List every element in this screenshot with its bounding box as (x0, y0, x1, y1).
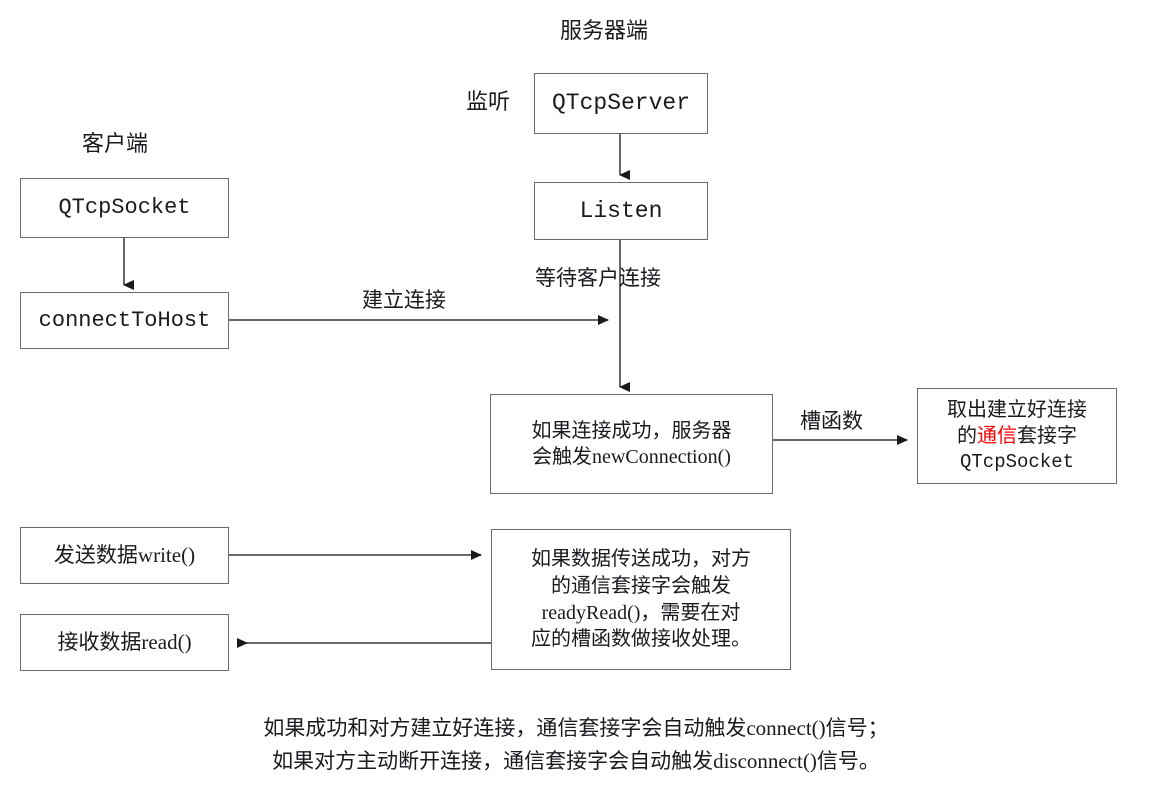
box-extract-socket-highlight: 通信 (977, 425, 1017, 448)
footer-caption-line2: 如果对方主动断开连接，通信套接字会自动触发disconnect()信号。 (272, 748, 880, 773)
box-new-connection[interactable]: 如果连接成功，服务器 会触发newConnection() (490, 394, 773, 494)
box-extract-socket[interactable]: 取出建立好连接 的通信套接字 QTcpSocket (917, 388, 1117, 484)
box-send-data-write-label: 发送数据write() (53, 542, 196, 567)
box-connect-to-host[interactable]: connectToHost (20, 292, 229, 349)
box-qtcpsocket-client[interactable]: QTcpSocket (20, 178, 229, 238)
box-extract-socket-line2-suffix: 套接字 (1017, 425, 1077, 448)
box-qtcpserver[interactable]: QTcpServer (534, 73, 708, 134)
box-recv-data-read[interactable]: 接收数据read() (20, 614, 229, 671)
box-qtcpserver-label: QTcpServer (551, 90, 691, 117)
box-ready-read-line4: 应的槽函数做接收处理。 (531, 628, 751, 651)
box-listen[interactable]: Listen (534, 182, 708, 240)
slot-function-label: 槽函数 (800, 409, 863, 433)
box-extract-socket-line1: 取出建立好连接 (947, 399, 1087, 422)
footer-caption: 如果成功和对方建立好连接，通信套接字会自动触发connect()信号； 如果对方… (0, 712, 1152, 777)
wait-client-connect-label: 等待客户连接 (535, 266, 661, 290)
box-new-connection-line1: 如果连接成功，服务器 (531, 419, 732, 442)
box-recv-data-read-label: 接收数据read() (57, 629, 192, 654)
box-send-data-write[interactable]: 发送数据write() (20, 527, 229, 584)
box-listen-label: Listen (579, 197, 663, 224)
listen-annotation-label: 监听 (466, 89, 511, 114)
client-side-title: 客户端 (82, 131, 149, 156)
box-new-connection-line2: 会触发newConnection() (532, 446, 731, 468)
box-extract-socket-line2-prefix: 的 (957, 425, 977, 448)
footer-caption-line1: 如果成功和对方建立好连接，通信套接字会自动触发connect()信号； (263, 716, 889, 740)
box-extract-socket-line3: QTcpSocket (959, 450, 1075, 473)
box-ready-read-line3: readyRead()，需要在对 (541, 601, 741, 624)
box-qtcpsocket-client-label: QTcpSocket (58, 195, 191, 221)
server-side-title: 服务器端 (560, 18, 649, 43)
box-extract-socket-line2: 的通信套接字 (957, 423, 1077, 449)
box-ready-read-info[interactable]: 如果数据传送成功，对方 的通信套接字会触发 readyRead()，需要在对 应… (491, 529, 791, 670)
establish-connection-label: 建立连接 (362, 288, 446, 312)
box-ready-read-line2: 的通信套接字会触发 (551, 574, 731, 597)
box-ready-read-line1: 如果数据传送成功，对方 (531, 547, 751, 570)
box-connect-to-host-label: connectToHost (38, 307, 211, 333)
